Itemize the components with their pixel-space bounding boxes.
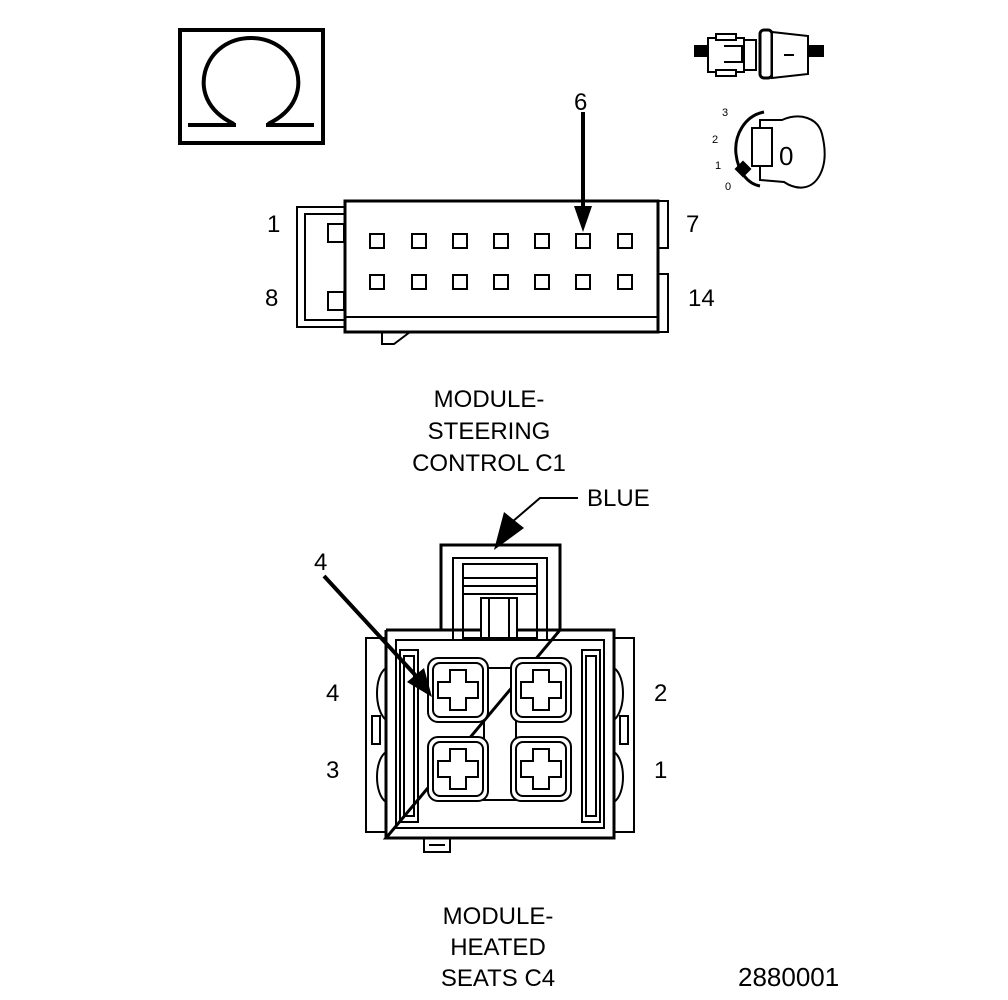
c1-pin-cavity-6 [575, 233, 591, 249]
ignition-position-3: 3 [722, 107, 728, 119]
figure-id: 2880001 [738, 962, 839, 992]
c1-pin-cavity-3 [452, 233, 468, 249]
c4-probe-arrow [322, 574, 432, 697]
c1-pin-cavity-2 [411, 233, 427, 249]
c1-pin-cavity-14 [617, 274, 633, 290]
c4-terminal-1 [510, 736, 572, 802]
c1-pin-label-8: 8 [265, 285, 278, 312]
c1-pin-label-1: 1 [267, 211, 280, 238]
c1-pin-cavity-5 [534, 233, 550, 249]
c1-pin-label-14: 14 [688, 285, 715, 312]
c4-terminal-2 [510, 657, 572, 723]
c4-terminal-4 [427, 657, 489, 723]
ignition-position-0: 0 [725, 181, 731, 193]
c4-pin-label-3: 3 [326, 757, 339, 784]
c1-pin-cavity-4 [493, 233, 509, 249]
c1-title: MODULE- STEERING CONTROL C1 [412, 386, 566, 477]
c4-pin-label-2: 2 [654, 680, 667, 707]
c4-title-line-3: SEATS C4 [441, 965, 555, 992]
c4-title-line-1: MODULE- [443, 903, 554, 930]
c4-pin-label-1: 1 [654, 757, 667, 784]
c1-pin-label-7: 7 [686, 211, 699, 238]
c4-connector [365, 543, 635, 853]
ignition-key-label: 0 [779, 141, 793, 171]
c4-terminal-cavities [427, 657, 572, 802]
c1-pin-cavity-13 [575, 274, 591, 290]
c1-title-line-2: STEERING [428, 418, 551, 445]
c1-probe-pin-label: 6 [574, 89, 587, 116]
c4-probe-pin-label: 4 [314, 549, 327, 576]
c1-probe-arrow [574, 112, 592, 232]
c1-pin-cavity-12 [534, 274, 550, 290]
c1-title-line-1: MODULE- [434, 386, 545, 413]
c4-color-leader [494, 497, 578, 550]
c1-pin-cavity-1 [369, 233, 385, 249]
c4-terminal-3 [427, 736, 489, 802]
ohmmeter-icon [178, 28, 325, 145]
c1-connector [296, 199, 669, 345]
c1-pin-cavity-9 [411, 274, 427, 290]
c1-title-line-3: CONTROL C1 [412, 450, 566, 477]
c4-pin-label-4: 4 [326, 680, 339, 707]
c1-pin-cavities [369, 233, 633, 290]
ignition-position-1: 1 [715, 160, 721, 172]
ignition-position-2: 2 [712, 134, 718, 146]
ignition-switch-icon: 3 2 1 0 0 [712, 107, 826, 193]
c1-pin-cavity-10 [452, 274, 468, 290]
connector-disconnect-icon [694, 28, 824, 80]
c1-pin-cavity-11 [493, 274, 509, 290]
c1-pin-cavity-8 [369, 274, 385, 290]
c4-title-line-2: HEATED [450, 934, 546, 961]
c4-color-label: BLUE [587, 485, 650, 512]
c4-title: MODULE- HEATED SEATS C4 [441, 903, 555, 992]
c1-pin-cavity-7 [617, 233, 633, 249]
